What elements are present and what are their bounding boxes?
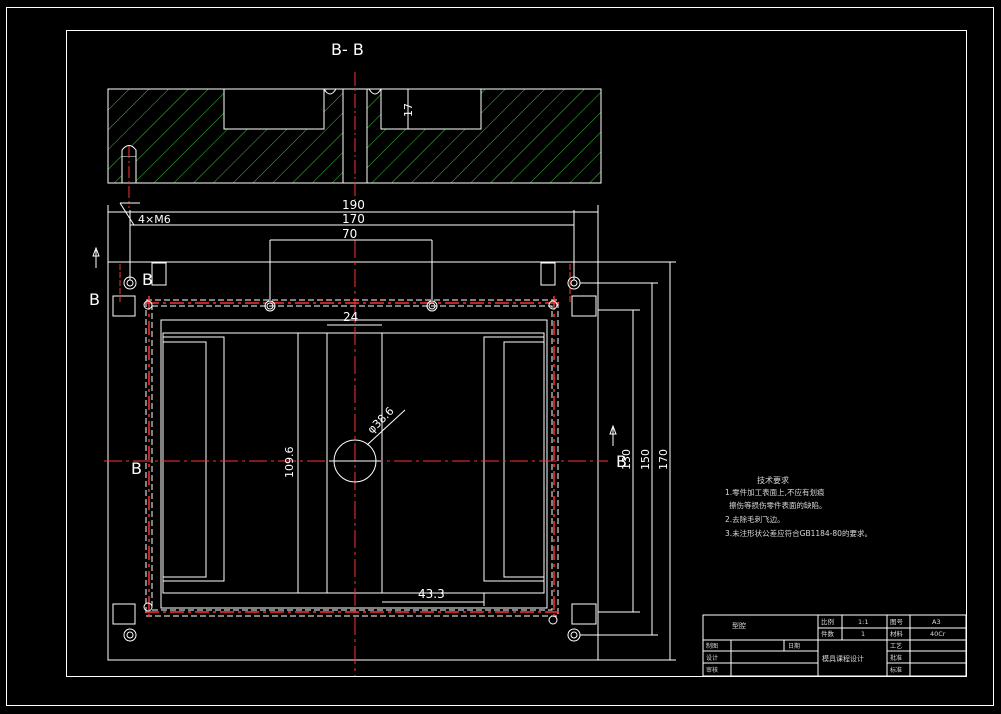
tb-drawn-by-label: 制图 — [706, 642, 718, 650]
tb-sheet-label: 图号 — [890, 618, 904, 626]
tb-part-name: 型腔 — [732, 621, 746, 630]
tb-review-label: 审核 — [706, 666, 718, 674]
plan-view: B B B B — [89, 240, 627, 676]
dim-thread-callout: 4×M6 — [138, 213, 171, 226]
tb-material-label: 材料 — [890, 629, 904, 638]
inner-border — [66, 30, 967, 677]
tb-process-label: 工艺 — [890, 642, 902, 650]
technical-notes: 技术要求 1.零件加工表面上,不应有划痕 擦伤等损伤零件表面的缺陷。 2.去除毛… — [725, 475, 872, 538]
notes-item-2: 擦伤等损伤零件表面的缺陷。 — [729, 500, 827, 510]
tb-approve-label: 批准 — [890, 654, 902, 662]
tb-standard-label: 标准 — [890, 666, 902, 674]
title-block — [702, 614, 967, 677]
section-pocket-right — [380, 88, 482, 130]
dim-pocket-depth: 17 — [402, 103, 415, 117]
corner-hole-br — [567, 628, 581, 642]
tb-qty-label: 件数 — [821, 629, 835, 638]
dim-inner-height: 109.6 — [283, 447, 296, 479]
tb-sheet-value: A3 — [932, 618, 941, 626]
dim-height-outer: 170 — [657, 449, 670, 470]
dim-height-inner: 130 — [620, 449, 633, 470]
dim-center-slot-width: 24 — [343, 310, 358, 324]
section-pocket-left — [223, 88, 325, 130]
dim-hole-spacing-inner: 70 — [342, 227, 357, 241]
notes-heading: 技术要求 — [757, 475, 789, 485]
notes-item-1: 1.零件加工表面上,不应有划痕 — [725, 487, 825, 497]
tb-scale-label: 比例 — [821, 617, 834, 626]
section-mark-top-left: B — [142, 270, 153, 289]
section-mark-mid-left: B — [131, 459, 142, 478]
section-view: 17 — [107, 72, 602, 208]
dimensions — [107, 202, 676, 661]
section-title: B- B — [331, 40, 364, 59]
tb-scale-value: 1:1 — [858, 618, 868, 626]
tb-material-value: 40Cr — [930, 630, 946, 638]
corner-hole-bl — [123, 628, 137, 642]
dim-overall-width: 190 — [342, 198, 365, 212]
tb-project-title: 模具课程设计 — [822, 654, 864, 663]
tb-date-label: 日期 — [788, 642, 800, 650]
dim-hole-spacing-outer: 170 — [342, 212, 365, 226]
dim-height-mid: 150 — [639, 449, 652, 470]
dim-bore-diameter: φ38.6 — [365, 404, 397, 436]
tb-design-label: 设计 — [706, 654, 718, 662]
tb-qty-value: 1 — [861, 630, 865, 638]
outer-border — [6, 7, 994, 706]
section-mark-right: B — [616, 452, 627, 471]
dim-slot-offset: 43.3 — [418, 587, 445, 601]
section-mark-left: B — [89, 290, 100, 309]
notes-item-3: 2.去除毛刺飞边。 — [725, 514, 785, 524]
notes-item-4: 3.未注形状公差应符合GB1184-80的要求。 — [725, 528, 872, 538]
